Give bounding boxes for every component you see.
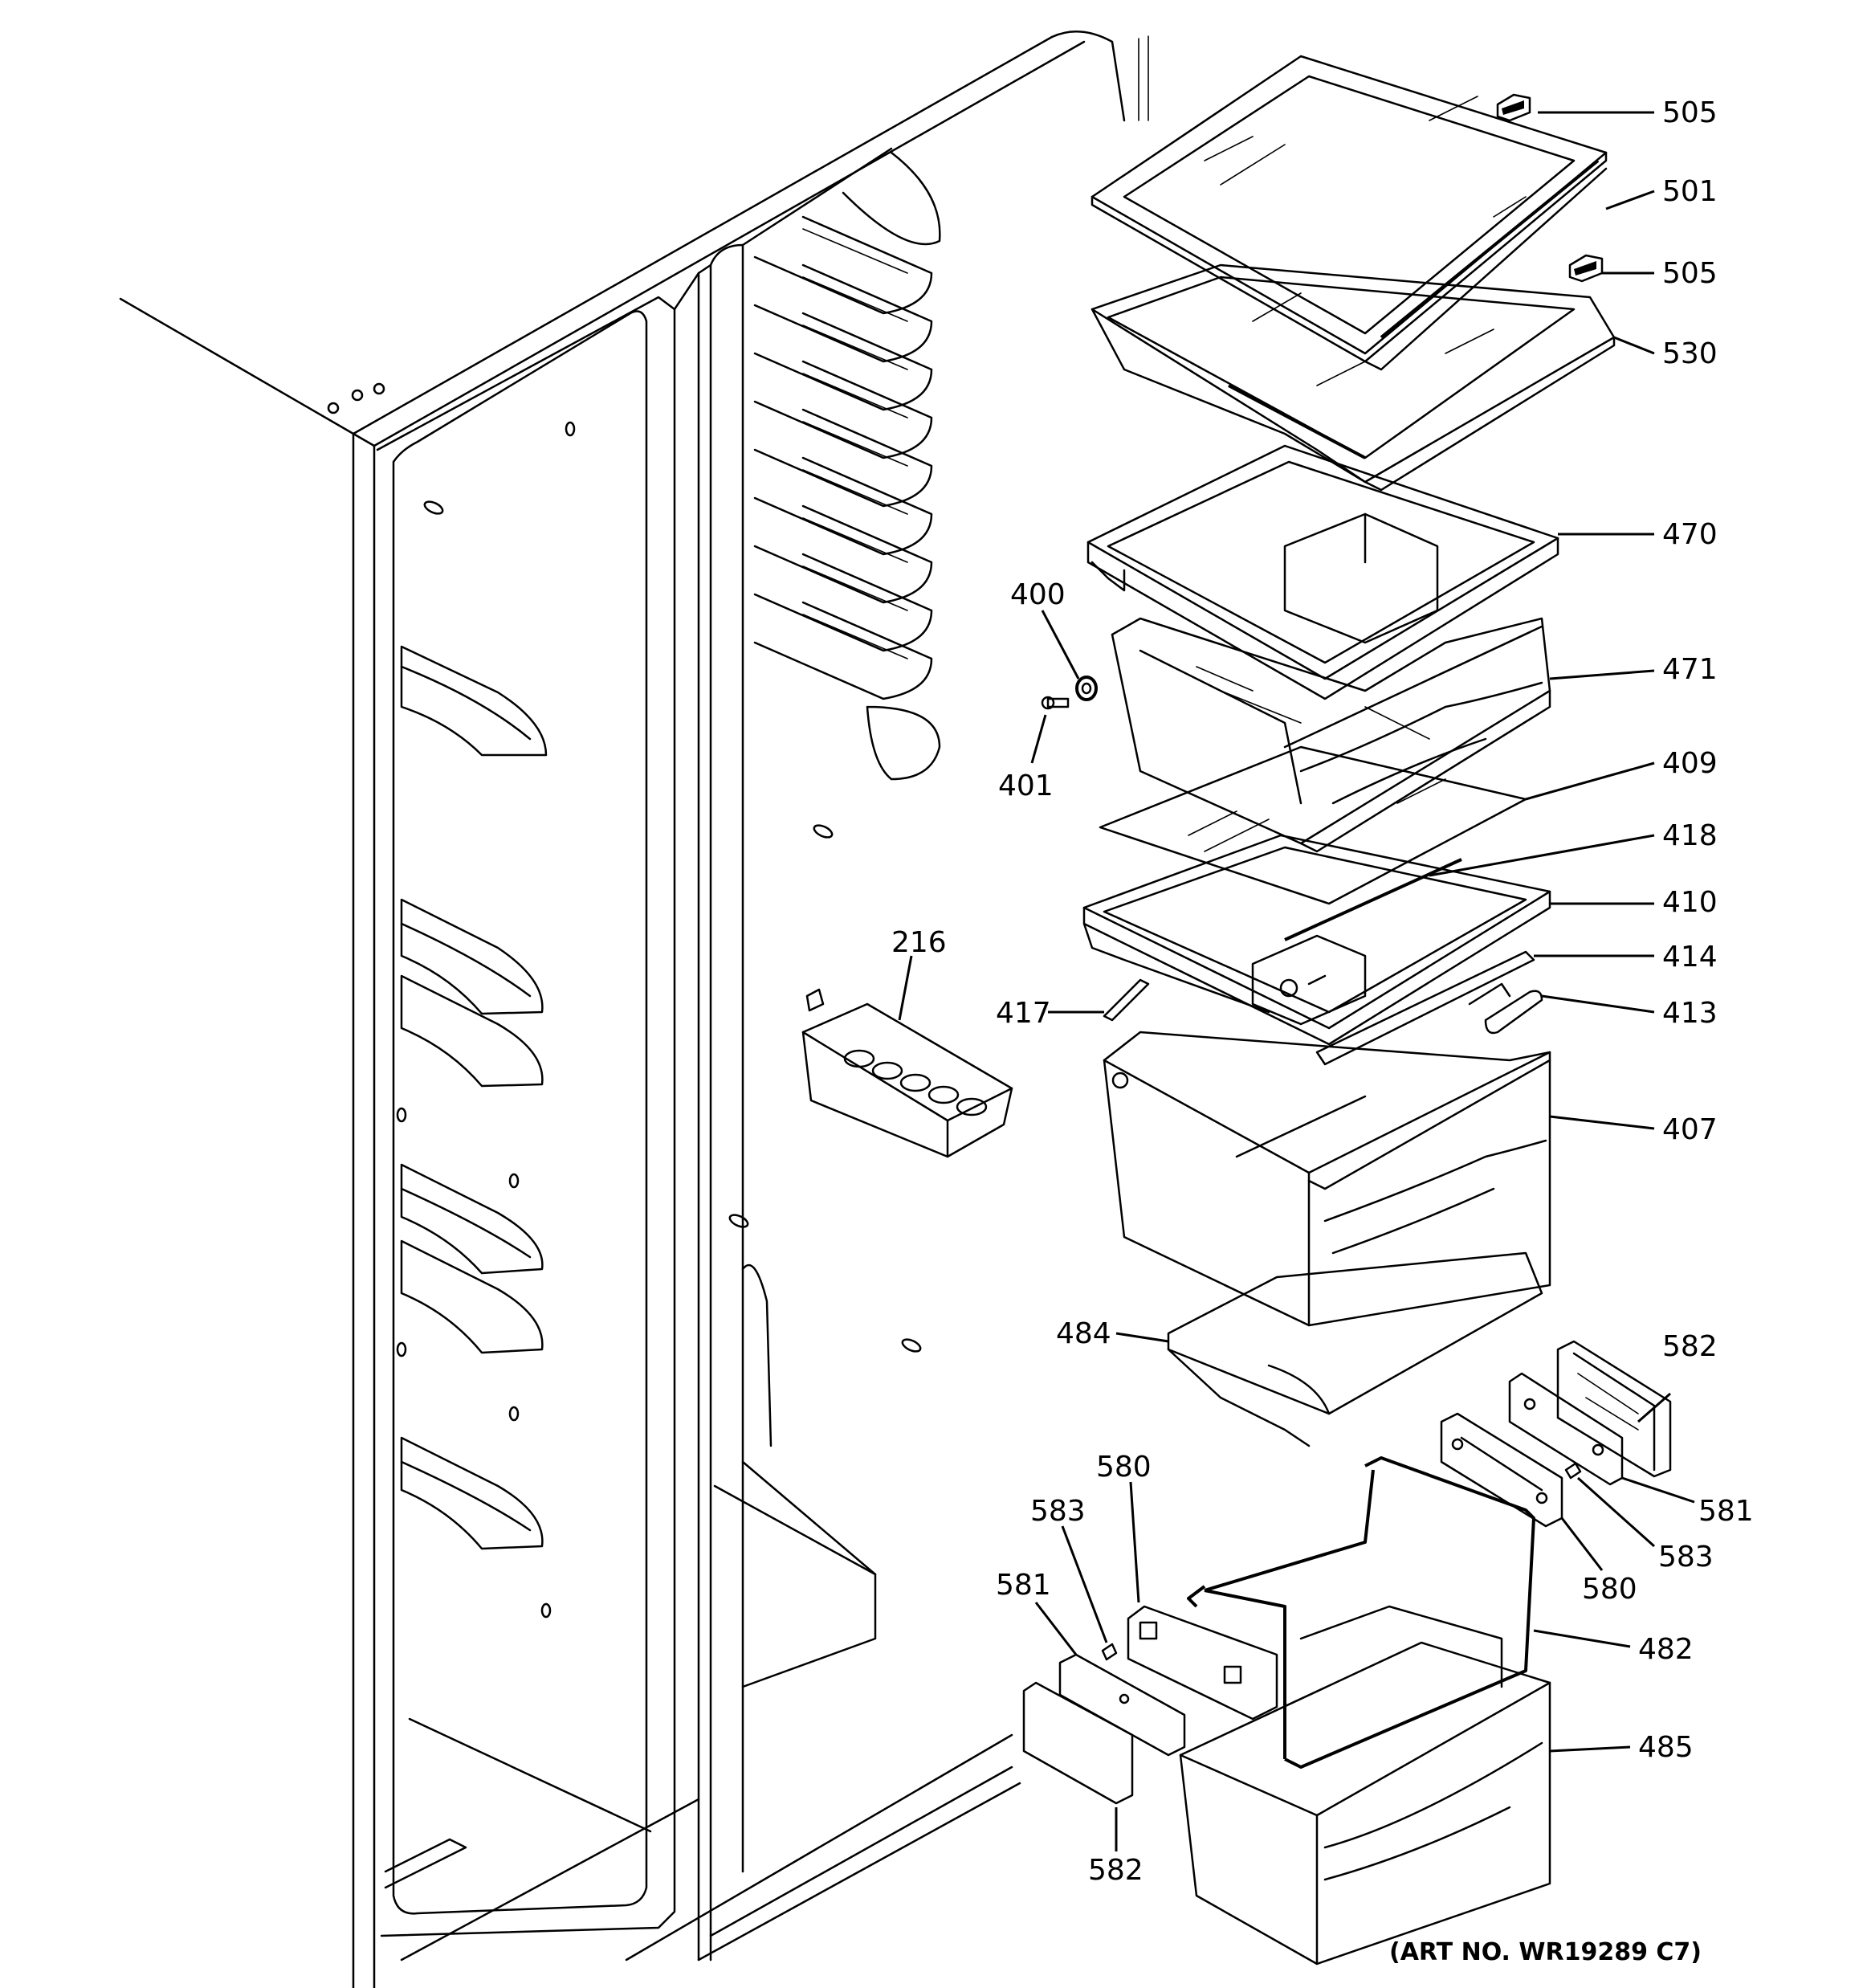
part-501-glass-shelf <box>1090 55 1608 371</box>
callout-407: 407 <box>1662 1113 1718 1146</box>
callout-484: 484 <box>1056 1317 1111 1350</box>
part-409-glass-panel <box>1099 745 1527 905</box>
callout-401: 401 <box>998 769 1054 802</box>
part-407-crisper-drawer <box>1103 1031 1551 1327</box>
part-417-rod <box>1103 978 1150 1022</box>
part-471-crisper-drawer <box>1111 617 1551 853</box>
callout-583-right: 583 <box>1658 1541 1714 1574</box>
callout-485: 485 <box>1638 1731 1694 1764</box>
door-shelf-supports <box>396 421 922 1619</box>
callout-471: 471 <box>1662 653 1718 686</box>
callout-582-right: 582 <box>1662 1330 1718 1363</box>
callout-417: 417 <box>996 997 1051 1030</box>
part-581-bracket-right <box>1508 1372 1624 1486</box>
part-470-pan-cover <box>1086 444 1559 700</box>
part-530-glass-shelf <box>1090 263 1616 492</box>
part-216-egg-tray <box>801 988 1013 1158</box>
callout-505-top: 505 <box>1662 96 1718 129</box>
callout-labels: 505 501 505 530 470 400 401 471 409 418 … <box>891 96 1754 1966</box>
callout-418: 418 <box>1662 819 1718 852</box>
part-582-bracket-cover-left <box>1022 1681 1134 1805</box>
part-484-pan-cover <box>1167 1251 1543 1447</box>
part-410-drawer-frame <box>1082 834 1551 1046</box>
refrigerator-cabinet <box>119 31 1149 1988</box>
part-413-rod <box>1468 982 1543 1035</box>
callout-582-left: 582 <box>1088 1854 1143 1887</box>
callout-409: 409 <box>1662 747 1718 780</box>
part-580-bracket-right <box>1440 1412 1563 1528</box>
callout-501: 501 <box>1662 175 1718 208</box>
callout-216: 216 <box>891 926 947 959</box>
part-414-trim <box>1315 950 1535 1066</box>
callout-581-right: 581 <box>1698 1495 1754 1528</box>
part-580-bracket-left <box>1127 1605 1278 1721</box>
callout-413: 413 <box>1662 997 1718 1030</box>
part-583-screw-left <box>1101 1643 1118 1661</box>
callout-580-right: 580 <box>1582 1573 1637 1606</box>
callout-414: 414 <box>1662 941 1718 974</box>
callout-505-lower: 505 <box>1662 257 1718 290</box>
callout-400: 400 <box>1010 578 1066 611</box>
art-number: (ART NO. WR19289 C7) <box>1389 1938 1702 1966</box>
part-485-bin <box>1179 1605 1551 1966</box>
callout-410: 410 <box>1662 886 1718 919</box>
callout-482: 482 <box>1638 1633 1694 1666</box>
part-582-bracket-cover-right <box>1556 1340 1672 1478</box>
freezer-shelf-ribs <box>753 151 941 781</box>
callout-581-left: 581 <box>996 1569 1051 1602</box>
callout-470: 470 <box>1662 518 1718 551</box>
part-400-401-fasteners <box>1041 676 1098 710</box>
leader-lines <box>898 111 1695 1851</box>
callout-583-left: 583 <box>1030 1495 1086 1528</box>
callout-530: 530 <box>1662 337 1718 370</box>
part-583-screw-right <box>1564 1462 1582 1480</box>
callout-580-left: 580 <box>1096 1451 1152 1484</box>
